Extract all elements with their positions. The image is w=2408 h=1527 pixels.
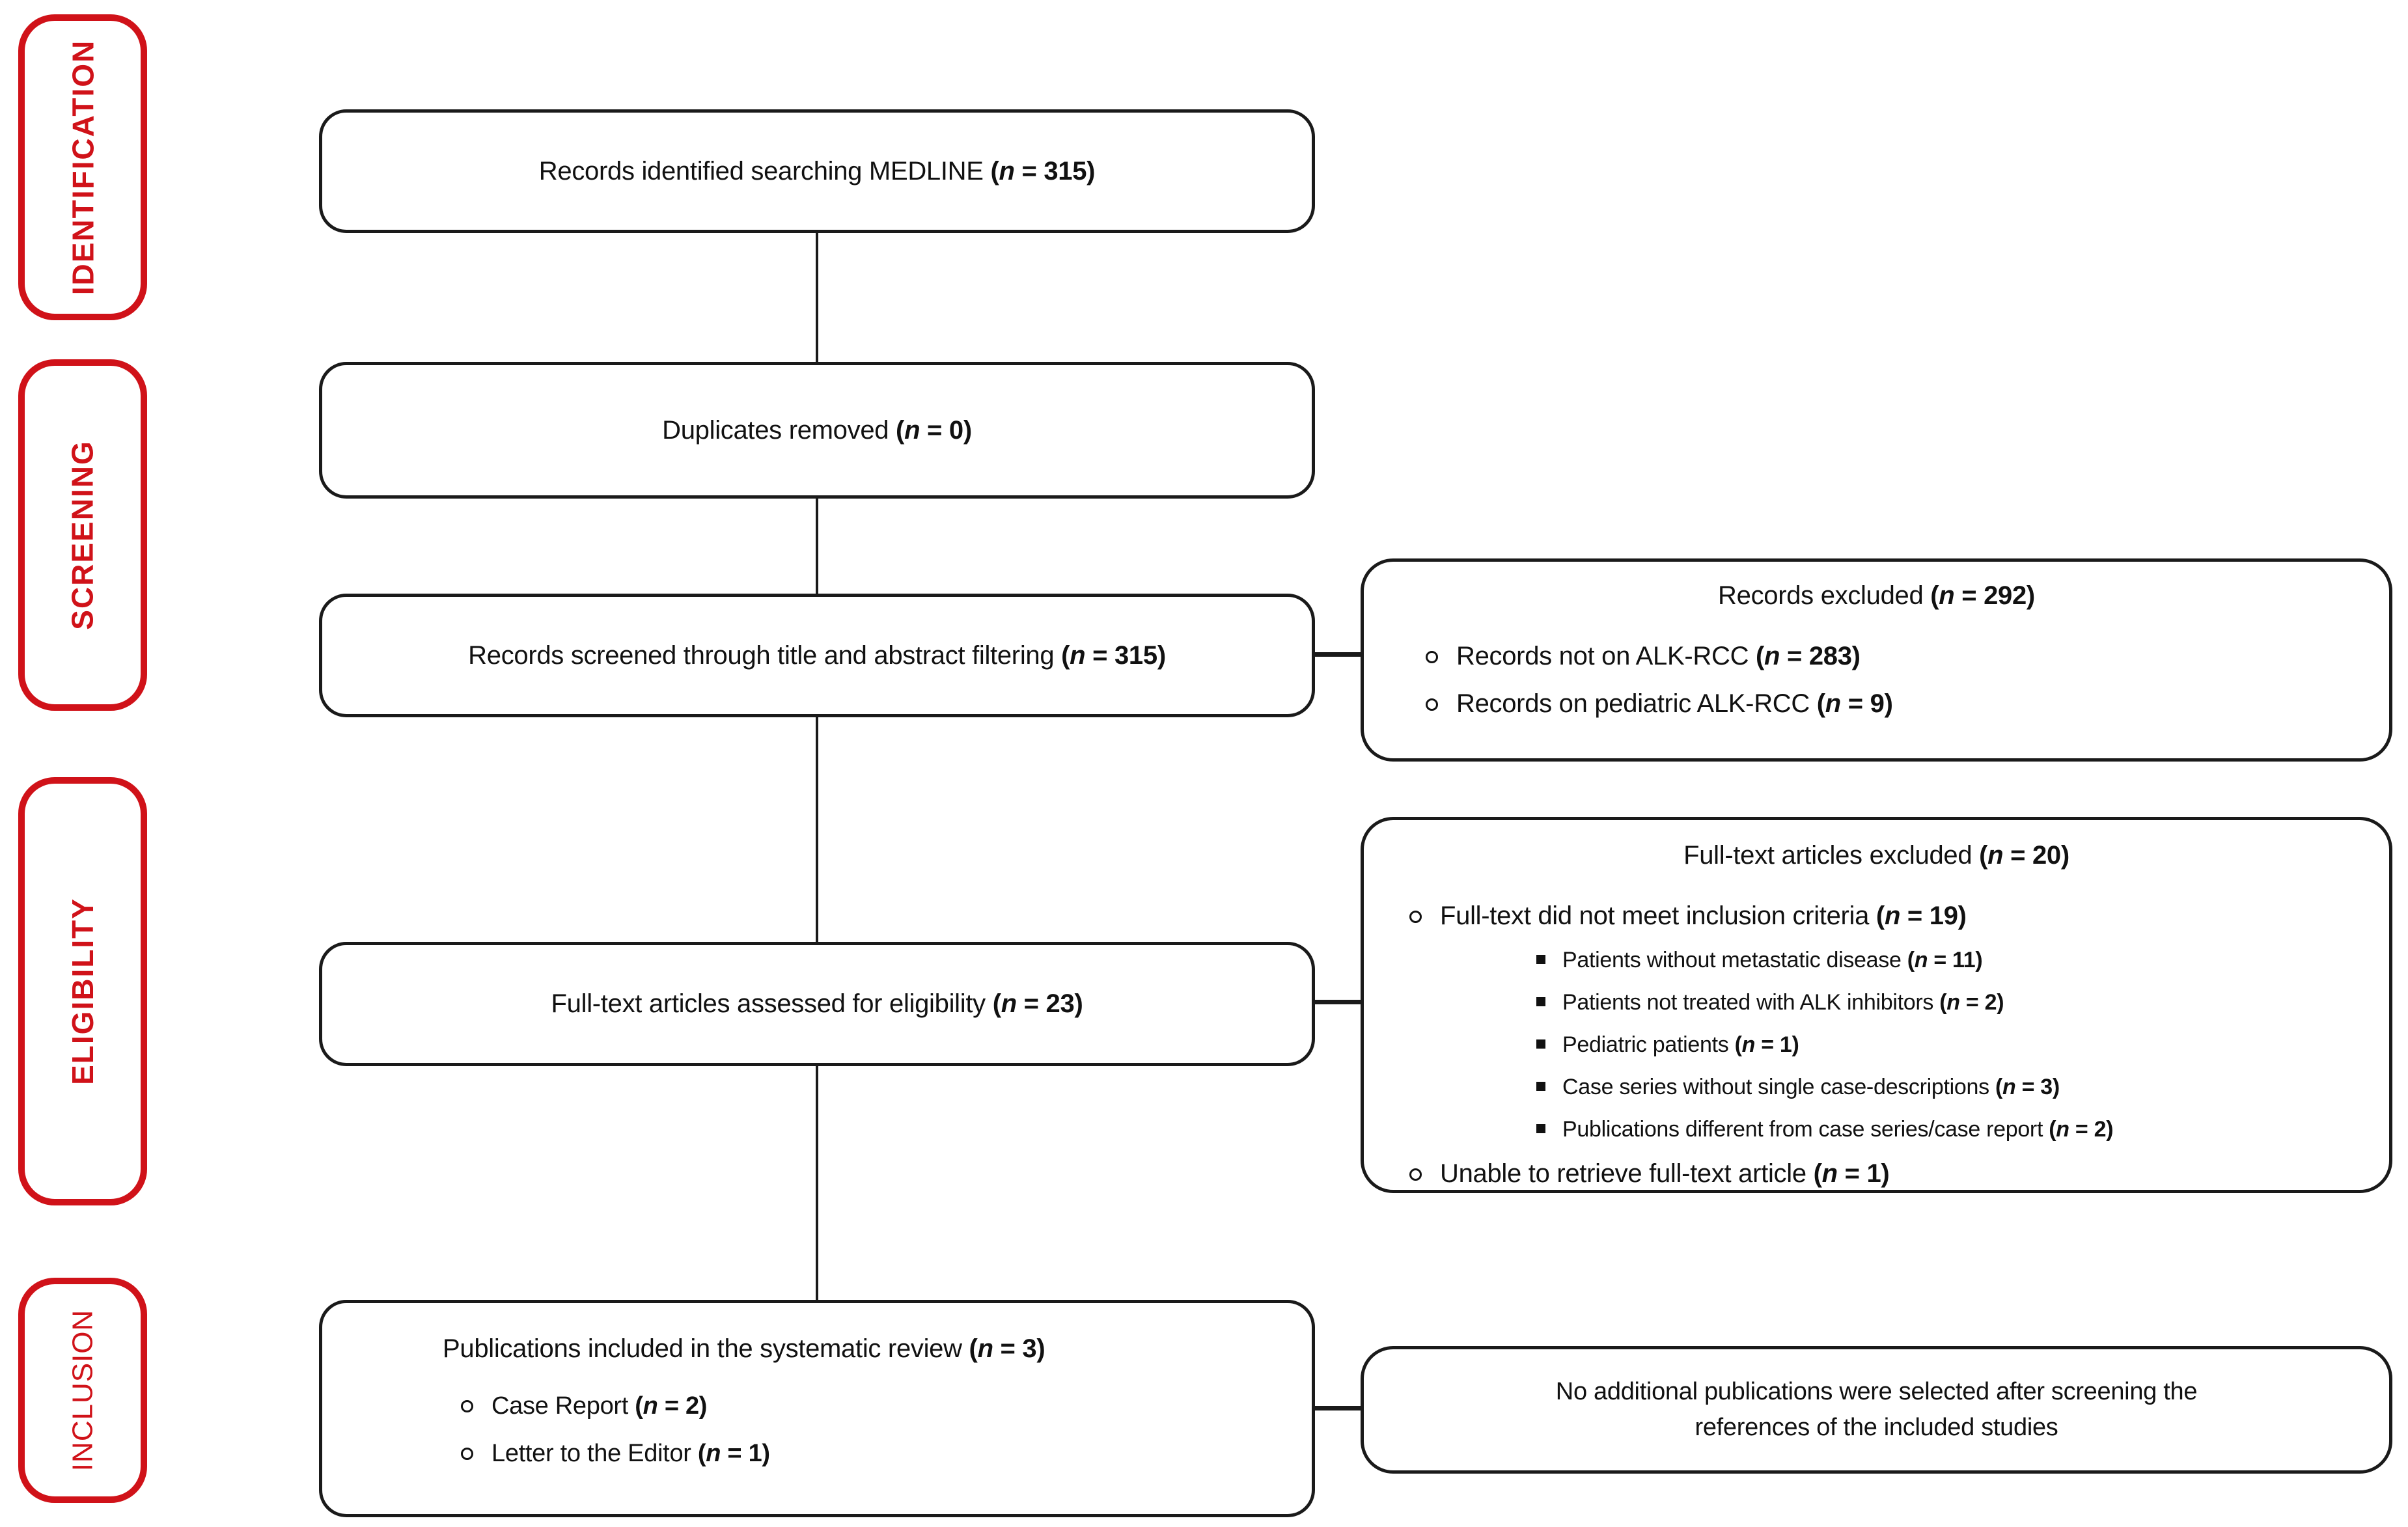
- circle-bullet-icon: [1426, 651, 1438, 663]
- list-item: Case Report (n = 2): [461, 1392, 1273, 1420]
- list-item-text: Records not on ALK-RCC (n = 283): [1456, 642, 1861, 670]
- circle-bullet-icon: [461, 1400, 473, 1412]
- circle-bullet-icon: [1409, 911, 1422, 923]
- stage-label-text: INCLUSION: [66, 1309, 98, 1472]
- list-item-text: Pediatric patients (n = 1): [1562, 1032, 1799, 1057]
- circle-bullet-icon: [461, 1448, 473, 1460]
- connector-screened-to-fulltext: [816, 716, 818, 943]
- list-item-text: Case series without single case-descript…: [1562, 1075, 2060, 1099]
- list-item-text: Case Report (n = 2): [491, 1392, 708, 1420]
- box-records-screened: Records screened through title and abstr…: [319, 594, 1315, 717]
- box-no-additional-publications: No additional publications were selected…: [1361, 1346, 2392, 1474]
- stage-label-text: IDENTIFICATION: [66, 39, 100, 296]
- box-title: Records excluded (n = 292): [1718, 581, 2035, 610]
- square-bullet-icon: [1536, 1124, 1545, 1133]
- list-item-text: Patients not treated with ALK inhibitors…: [1562, 990, 2004, 1015]
- stage-label-screening: SCREENING: [18, 359, 147, 711]
- square-bullet-icon: [1536, 1082, 1545, 1091]
- list-item-text: Records on pediatric ALK-RCC (n = 9): [1456, 689, 1893, 718]
- box-records-excluded: Records excluded (n = 292) Records not o…: [1361, 558, 2392, 762]
- list-item: Unable to retrieve full-text article (n …: [1409, 1159, 2389, 1189]
- list-item-text: Unable to retrieve full-text article (n …: [1440, 1159, 1890, 1188]
- stage-label-text: ELIGIBILITY: [66, 898, 100, 1085]
- stage-label-text: SCREENING: [66, 440, 100, 630]
- stage-label-identification: IDENTIFICATION: [18, 14, 147, 320]
- connector-fulltext-to-fulltext-excluded: [1314, 1000, 1362, 1004]
- connector-included-to-no-additional: [1314, 1406, 1362, 1410]
- list-item: Patients not treated with ALK inhibitors…: [1536, 990, 2389, 1015]
- box-title: Publications included in the systematic …: [443, 1334, 1045, 1363]
- box-text: Records identified searching MEDLINE (n …: [538, 156, 1096, 186]
- list-item: Records not on ALK-RCC (n = 283): [1426, 642, 2389, 671]
- stage-label-inclusion: INCLUSION: [18, 1278, 147, 1503]
- connector-duplicates-to-screened: [816, 497, 818, 595]
- box-fulltext-excluded: Full-text articles excluded (n = 20) Ful…: [1361, 817, 2392, 1193]
- box-duplicates-removed: Duplicates removed (n = 0): [319, 362, 1315, 499]
- square-bullet-icon: [1536, 997, 1545, 1006]
- circle-bullet-icon: [1409, 1168, 1422, 1181]
- box-text: Records screened through title and abstr…: [468, 640, 1166, 670]
- list-item-text: Letter to the Editor (n = 1): [491, 1440, 770, 1467]
- list-item: Publications different from case series/…: [1536, 1117, 2389, 1142]
- list-item: Letter to the Editor (n = 1): [461, 1440, 1273, 1468]
- box-text: Full-text articles assessed for eligibil…: [551, 989, 1083, 1018]
- list-item-text: Publications different from case series/…: [1562, 1117, 2114, 1142]
- list-item: Case series without single case-descript…: [1536, 1075, 2389, 1100]
- box-text: No additional publications were selected…: [1555, 1377, 2198, 1441]
- list-item: Records on pediatric ALK-RCC (n = 9): [1426, 689, 2389, 719]
- box-text: Duplicates removed (n = 0): [662, 415, 972, 445]
- list-item: Full-text did not meet inclusion criteri…: [1409, 901, 2389, 931]
- connector-identified-to-duplicates: [816, 232, 818, 363]
- box-publications-included: Publications included in the systematic …: [319, 1300, 1315, 1517]
- box-records-identified: Records identified searching MEDLINE (n …: [319, 109, 1315, 233]
- circle-bullet-icon: [1426, 698, 1438, 711]
- list-item-text: Patients without metastatic disease (n =…: [1562, 948, 1983, 972]
- box-title: Full-text articles excluded (n = 20): [1683, 841, 2069, 870]
- connector-screened-to-records-excluded: [1314, 652, 1362, 657]
- list-item: Pediatric patients (n = 1): [1536, 1032, 2389, 1058]
- connector-fulltext-to-included: [816, 1065, 818, 1301]
- square-bullet-icon: [1536, 955, 1545, 964]
- list-item-text: Full-text did not meet inclusion criteri…: [1440, 901, 1967, 930]
- square-bullet-icon: [1536, 1039, 1545, 1049]
- stage-label-eligibility: ELIGIBILITY: [18, 777, 147, 1205]
- box-fulltext-assessed: Full-text articles assessed for eligibil…: [319, 942, 1315, 1066]
- list-item: Patients without metastatic disease (n =…: [1536, 948, 2389, 973]
